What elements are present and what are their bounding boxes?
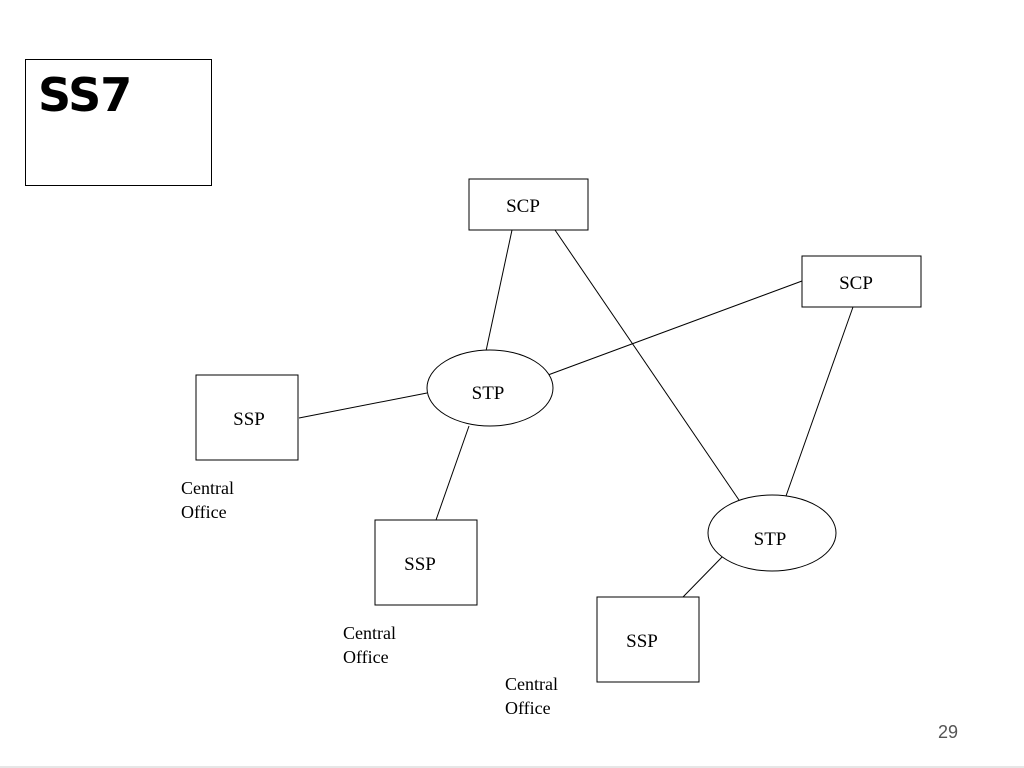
ssp-right-label: SSP xyxy=(626,631,658,652)
stp-left-label: STP xyxy=(472,383,505,404)
ssp-middle-label: SSP xyxy=(404,554,436,575)
caption-line: Office xyxy=(343,647,389,667)
link-stp-left-to-scp-top xyxy=(485,229,513,352)
caption-line: Central xyxy=(181,478,234,498)
ssp-right-node: SSP xyxy=(596,596,700,683)
caption-line: Office xyxy=(505,698,551,718)
scp-right-node: SCP xyxy=(801,255,922,308)
link-stp-left-to-ssp-left xyxy=(298,392,428,419)
caption-line: Central xyxy=(343,623,396,643)
link-stp-left-to-scp-right xyxy=(547,280,803,376)
central-office-caption-3: Central Office xyxy=(505,672,558,720)
ssp-left-label: SSP xyxy=(233,409,265,430)
link-stp-right-to-ssp-right xyxy=(682,553,726,598)
link-scp-top-to-stp-right xyxy=(554,229,742,504)
slide-title: SS7 xyxy=(38,68,132,122)
caption-line: Office xyxy=(181,502,227,522)
ssp-middle-node: SSP xyxy=(374,519,478,606)
ssp-left-node: SSP xyxy=(195,374,299,461)
central-office-caption-1: Central Office xyxy=(181,476,234,524)
scp-top-label: SCP xyxy=(506,196,540,217)
caption-line: Central xyxy=(505,674,558,694)
slide-number: 29 xyxy=(937,722,958,742)
stp-right-node: STP xyxy=(707,494,837,572)
stp-right-label: STP xyxy=(754,529,787,550)
footer-divider xyxy=(0,766,1024,768)
stp-left-node: STP xyxy=(426,349,554,427)
link-scp-right-to-stp-right xyxy=(785,306,854,497)
central-office-caption-2: Central Office xyxy=(343,621,396,669)
scp-top-node: SCP xyxy=(468,178,589,231)
link-stp-left-to-ssp-middle xyxy=(435,425,470,521)
title-box: SS7 xyxy=(25,59,212,186)
scp-right-label: SCP xyxy=(839,273,873,294)
